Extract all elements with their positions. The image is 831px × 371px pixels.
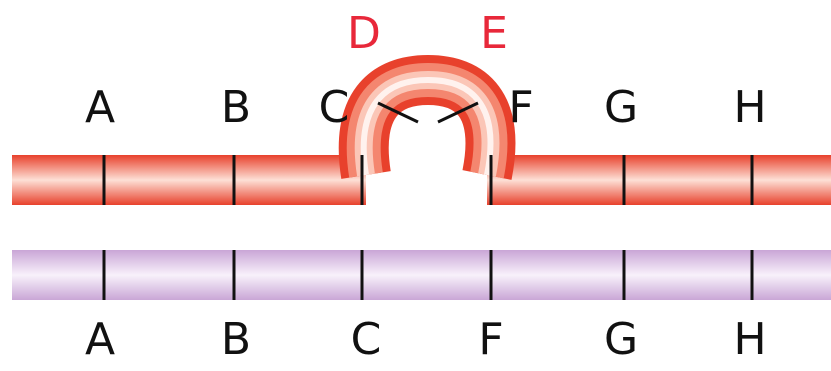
top-label-f: F bbox=[508, 86, 533, 130]
bottom-chromosome bbox=[12, 250, 831, 300]
loop-label-e: E bbox=[480, 12, 508, 56]
top-chromosome-left-segment bbox=[12, 155, 366, 205]
bottom-label-a: A bbox=[85, 318, 115, 362]
top-label-b: B bbox=[221, 86, 251, 130]
top-chromosome-right-segment bbox=[487, 155, 831, 205]
top-label-c: C bbox=[319, 86, 350, 130]
bottom-label-h: H bbox=[733, 318, 766, 362]
loop-label-d: D bbox=[347, 12, 381, 56]
bottom-label-c: C bbox=[351, 318, 382, 362]
bottom-label-f: F bbox=[478, 318, 503, 362]
top-label-a: A bbox=[85, 86, 115, 130]
deletion-loop bbox=[364, 80, 491, 175]
top-label-g: G bbox=[604, 86, 638, 130]
bottom-label-b: B bbox=[221, 318, 251, 362]
top-label-h: H bbox=[733, 86, 766, 130]
bottom-label-g: G bbox=[604, 318, 638, 362]
